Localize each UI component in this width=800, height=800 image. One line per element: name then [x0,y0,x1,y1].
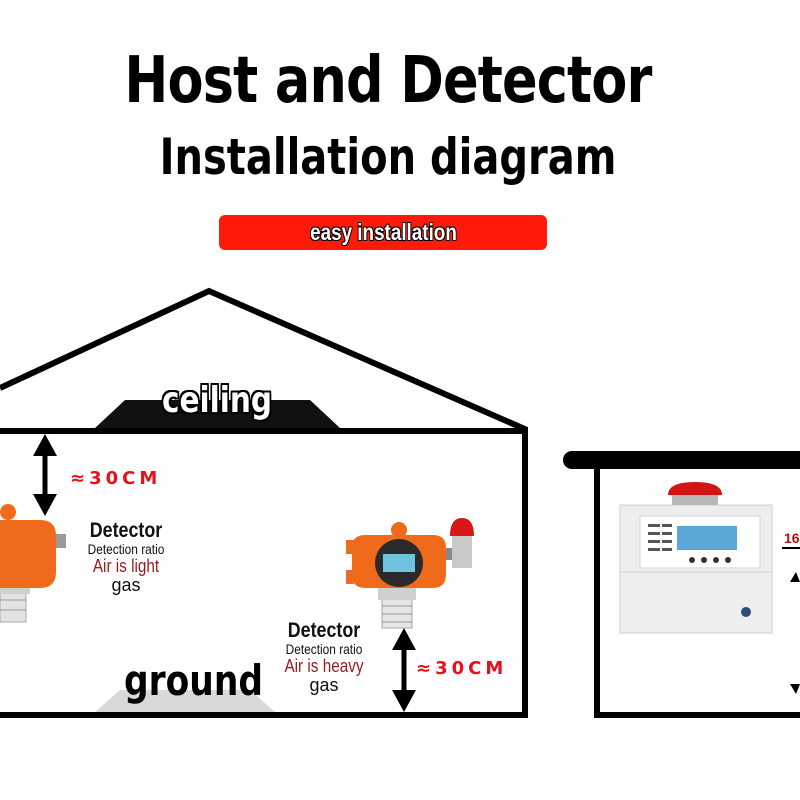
detector-top-title: Detector [89,519,163,542]
detector-bottom-gas: gas [309,674,339,695]
detector-device-left [0,504,66,623]
detector-bottom-ratio: Detection ratio [285,641,363,658]
ceiling-shadow [95,400,340,428]
detector-top-type: Air is light [92,555,160,576]
ground-shadow [95,690,275,712]
page-subtitle: Installation diagram [159,128,617,186]
distance-arrow-top [33,434,57,516]
edge-arrow-down [790,684,800,694]
host-top-bar [563,451,800,469]
distance-arrow-bottom [392,628,416,712]
detector-device-right [346,518,474,629]
host-walls [594,466,800,718]
easy-installation-badge: easy installation [219,215,547,250]
house-walls [0,428,528,718]
detector-bottom-type: Air is heavy [284,655,364,676]
edge-measure-text: 16 [784,530,800,546]
badge-label: easy installation [309,219,457,245]
distance-label-top: ≈30CM [70,468,162,489]
detector-bottom-title: Detector [287,619,361,642]
page-title: Host and Detector [124,44,652,118]
detector-top-ratio: Detection ratio [87,541,165,558]
edge-arrow-up [790,572,800,582]
ground-label: ground [124,656,263,705]
detector-top-label: Detector Detection ratio Air is light ga… [66,519,186,595]
detector-top-gas: gas [111,574,141,595]
host-controller [619,482,773,634]
ceiling-label: ceiling [162,380,273,421]
distance-label-bottom: ≈30CM [416,658,508,679]
detector-bottom-label: Detector Detection ratio Air is heavy ga… [264,619,384,695]
house-roof [0,287,529,433]
